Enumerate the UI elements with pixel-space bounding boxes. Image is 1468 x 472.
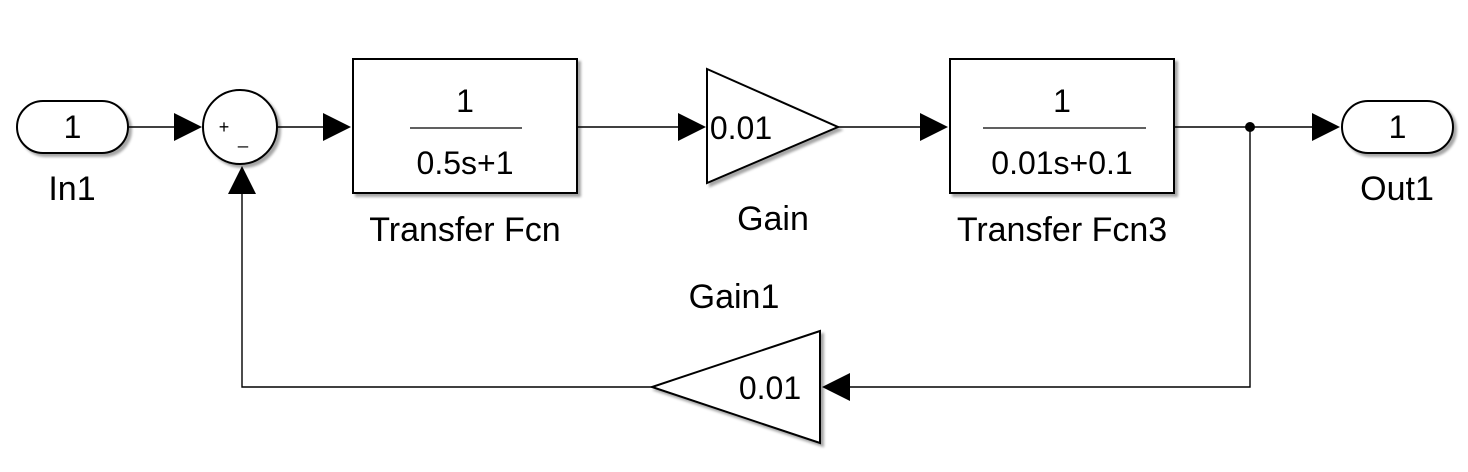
arrowhead-sum-feedback-input <box>228 166 256 194</box>
gain1-value: 0.01 <box>739 370 801 406</box>
outport-out1[interactable]: 1 <box>1341 100 1454 154</box>
wire-feedback-to-gain1[interactable] <box>848 127 1251 388</box>
gain-label: Gain <box>737 200 809 238</box>
inport-in1[interactable]: 1 <box>16 100 129 154</box>
gain-block[interactable]: 0.01 <box>706 67 841 185</box>
inport-number: 1 <box>64 109 82 145</box>
outport-number: 1 <box>1389 109 1407 145</box>
gain-value: 0.01 <box>710 110 772 146</box>
transfer-fcn3-denominator: 0.01s+0.1 <box>991 145 1132 181</box>
transfer-fcn-numerator: 1 <box>456 83 474 119</box>
transfer-fcn3-label: Transfer Fcn3 <box>957 211 1167 249</box>
arrowhead-tf1-input <box>323 113 351 141</box>
sum-plus-sign: + <box>219 117 230 137</box>
transfer-fcn-block[interactable]: 1 0.5s+1 <box>352 58 578 194</box>
sum-block[interactable]: + _ <box>202 89 278 165</box>
arrowhead-gain1-input <box>822 373 850 401</box>
arrowhead-tf3-input <box>920 113 948 141</box>
transfer-fcn3-numerator: 1 <box>1053 83 1071 119</box>
transfer-fcn-denominator: 0.5s+1 <box>417 145 514 181</box>
arrowhead-sum-input <box>174 113 202 141</box>
transfer-fcn-label: Transfer Fcn <box>369 211 560 249</box>
sum-minus-sign: _ <box>237 128 249 149</box>
outport-label: Out1 <box>1360 170 1434 208</box>
gain1-block[interactable]: 0.01 <box>648 329 821 445</box>
arrowhead-out1-input <box>1312 113 1340 141</box>
inport-label: In1 <box>48 170 95 208</box>
transfer-fcn3-block[interactable]: 1 0.01s+0.1 <box>949 58 1175 194</box>
wire-gain1-to-sum-path[interactable] <box>241 190 652 388</box>
arrowhead-gain-input <box>678 113 706 141</box>
gain1-label: Gain1 <box>689 278 780 316</box>
